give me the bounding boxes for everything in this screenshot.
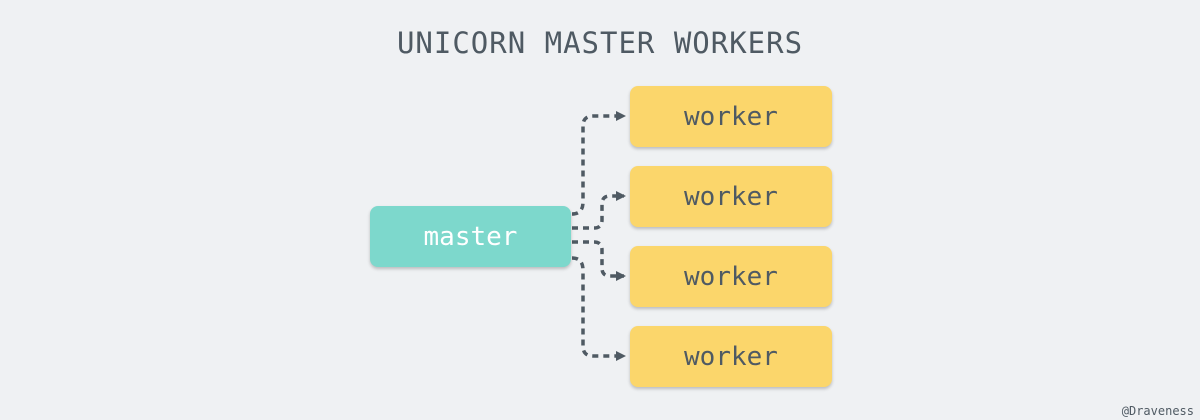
author-credit: @Draveness bbox=[1121, 404, 1194, 418]
connector-master-worker-2 bbox=[572, 191, 626, 230]
worker-node-3: worker bbox=[630, 246, 832, 307]
connector-master-worker-4 bbox=[571, 256, 626, 361]
worker-label: worker bbox=[684, 101, 778, 132]
worker-node-1: worker bbox=[630, 86, 832, 147]
worker-node-2: worker bbox=[630, 166, 832, 227]
worker-label: worker bbox=[684, 341, 778, 372]
worker-label: worker bbox=[684, 261, 778, 292]
connector-master-worker-1 bbox=[571, 111, 626, 216]
worker-node-4: worker bbox=[630, 326, 832, 387]
connector-master-worker-3 bbox=[572, 240, 626, 281]
master-node: master bbox=[370, 206, 571, 267]
diagram-title: UNICORN MASTER WORKERS bbox=[396, 26, 804, 60]
worker-label: worker bbox=[684, 181, 778, 212]
master-label: master bbox=[423, 221, 518, 252]
